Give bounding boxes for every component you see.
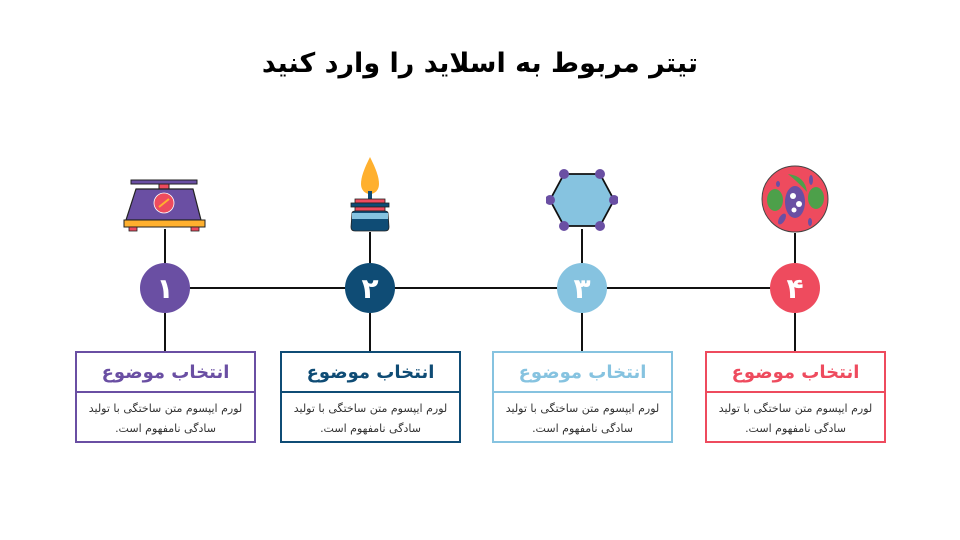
step-number-badge: ۳ bbox=[557, 263, 607, 313]
step-card: انتخاب موضوع لورم ایپسوم متن ساختگی با ت… bbox=[75, 351, 256, 443]
timeline-line bbox=[165, 287, 795, 289]
hexagon-molecule-icon bbox=[546, 169, 618, 231]
step-number-badge: ۴ bbox=[770, 263, 820, 313]
step-heading: انتخاب موضوع bbox=[282, 353, 459, 393]
step-description: لورم ایپسوم متن ساختگی با تولید سادگی نا… bbox=[505, 402, 660, 435]
scale-icon bbox=[123, 179, 206, 232]
cell-icon bbox=[761, 165, 829, 233]
burner-icon bbox=[350, 157, 390, 232]
step-card: انتخاب موضوع لورم ایپسوم متن ساختگی با ت… bbox=[280, 351, 461, 443]
slide-title: تیتر مربوط به اسلاید را وارد کنید bbox=[261, 48, 699, 79]
step-card: انتخاب موضوع لورم ایپسوم متن ساختگی با ت… bbox=[705, 351, 886, 443]
step-description: لورم ایپسوم متن ساختگی با تولید سادگی نا… bbox=[88, 402, 243, 435]
step-card: انتخاب موضوع لورم ایپسوم متن ساختگی با ت… bbox=[492, 351, 673, 443]
step-heading: انتخاب موضوع bbox=[494, 353, 671, 393]
step-heading: انتخاب موضوع bbox=[77, 353, 254, 393]
step-description: لورم ایپسوم متن ساختگی با تولید سادگی نا… bbox=[293, 402, 448, 435]
step-number-badge: ۱ bbox=[140, 263, 190, 313]
step-heading: انتخاب موضوع bbox=[707, 353, 884, 393]
step-number-badge: ۲ bbox=[345, 263, 395, 313]
step-description: لورم ایپسوم متن ساختگی با تولید سادگی نا… bbox=[718, 402, 873, 435]
